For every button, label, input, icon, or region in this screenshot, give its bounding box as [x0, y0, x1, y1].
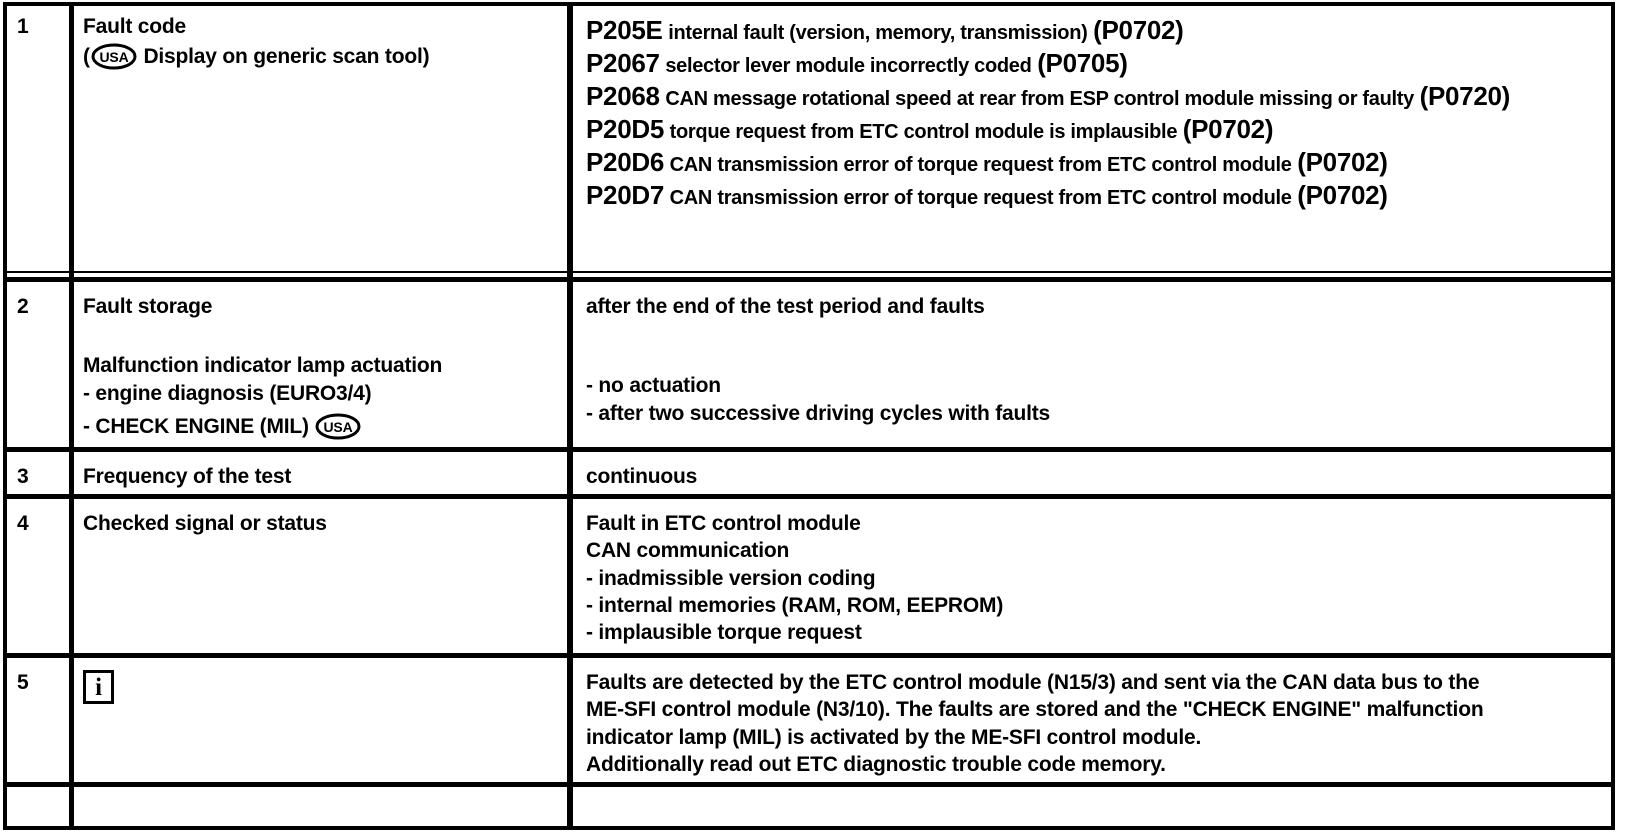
row-rule-3 — [3, 494, 1615, 499]
fault-code: P20D7 — [586, 180, 664, 211]
row-value-2-line: - no actuation — [586, 374, 721, 398]
spacer — [83, 320, 556, 342]
fault-code-row: P205E internal fault (version, memory, t… — [586, 14, 1600, 47]
fault-code: P205E — [586, 15, 663, 45]
fault-description: torque request from ETC control module i… — [669, 121, 1178, 144]
paren-open: ( — [83, 45, 90, 69]
row-number-1: 1 — [17, 15, 29, 38]
row-label-2-line: - engine diagnosis (EURO3/4) — [83, 381, 372, 405]
row-label-2-line: Fault storage — [83, 295, 213, 318]
spacer — [83, 342, 556, 352]
row-value-5-line: Additionally read out ETC diagnostic tro… — [586, 752, 1166, 776]
row-rule-4 — [3, 653, 1615, 658]
row-value-4-line: - implausible torque request — [586, 621, 862, 645]
row-label-3: Frequency of the test — [83, 465, 292, 488]
fault-oem-code: (P0702) — [1182, 114, 1274, 145]
row-label-2-line: Malfunction indicator lamp actuation — [83, 354, 443, 378]
spacer — [586, 342, 1600, 372]
row-label-1-title: Fault code — [83, 15, 187, 38]
fault-description: CAN transmission error of torque request… — [669, 187, 1292, 210]
table-border-top — [3, 2, 1615, 6]
fault-description: CAN message rotational speed at rear fro… — [665, 88, 1414, 111]
row-number-2: 2 — [17, 295, 29, 318]
row-rule-2 — [3, 447, 1615, 452]
row-number-4: 4 — [17, 512, 29, 535]
info-icon: i — [83, 670, 114, 704]
usa-oval-badge-icon: USA — [91, 43, 137, 70]
row-value-2-line: after the end of the test period and fau… — [586, 295, 985, 318]
row-label-2-mil-text: - CHECK ENGINE (MIL) — [83, 414, 309, 438]
row-label-2: Fault storage Malfunction indicator lamp… — [74, 286, 564, 448]
fault-code-row: P2068 CAN message rotational speed at re… — [586, 80, 1600, 113]
fault-code-row: P20D6 CAN transmission error of torque r… — [586, 146, 1600, 179]
row-value-3-line: continuous — [586, 465, 698, 488]
column-divider-2 — [567, 2, 573, 830]
fault-code-row: P2067 selector lever module incorrectly … — [586, 47, 1600, 80]
fault-code: P2067 — [586, 48, 660, 79]
row-label-1-subtitle-text: Display on generic scan tool) — [143, 45, 430, 69]
row-value-3: continuous — [573, 456, 1608, 498]
fault-code: P2068 — [586, 81, 660, 112]
fault-code: P20D6 — [586, 147, 664, 178]
row-rule-1-thick — [3, 277, 1615, 282]
row-label-4: Checked signal or status — [83, 512, 327, 535]
row-value-5-line: Faults are detected by the ETC control m… — [586, 671, 1480, 694]
row-value-4: Fault in ETC control module CAN communic… — [573, 503, 1608, 654]
fault-code-row: P20D5 torque request from ETC control mo… — [586, 113, 1600, 146]
fault-oem-code: (P0720) — [1419, 81, 1511, 112]
fault-description: CAN transmission error of torque request… — [669, 154, 1292, 177]
fault-description: selector lever module incorrectly coded — [665, 55, 1032, 78]
fault-oem-code: (P0702) — [1297, 180, 1388, 211]
row-value-2: after the end of the test period and fau… — [573, 286, 1608, 435]
fault-oem-code: (P0702) — [1093, 15, 1184, 45]
row-value-4-line: CAN communication — [586, 539, 790, 563]
fault-code: P20D5 — [586, 114, 664, 145]
svg-text:USA: USA — [99, 49, 128, 65]
row-label-2-mil-line: - CHECK ENGINE (MIL) USA — [83, 413, 556, 440]
fault-oem-code: (P0705) — [1037, 48, 1128, 79]
row-value-2-line: - after two successive driving cycles wi… — [586, 401, 1051, 425]
fault-oem-code: (P0702) — [1297, 147, 1388, 178]
table-border-left — [3, 2, 7, 830]
table-border-bottom — [3, 826, 1615, 830]
row-value-5-line: indicator lamp (MIL) is activated by the… — [586, 725, 1202, 749]
row-value-5-line: ME-SFI control module (N3/10). The fault… — [586, 698, 1484, 722]
spacer — [586, 320, 1600, 342]
row-number-3: 3 — [17, 465, 29, 488]
row-value-1: P205E internal fault (version, memory, t… — [573, 7, 1608, 220]
row-rule-5 — [3, 782, 1615, 787]
row-rule-1-thin — [3, 271, 1615, 273]
row-value-4-line: Fault in ETC control module — [586, 512, 861, 535]
row-number-5: 5 — [17, 671, 29, 694]
svg-text:USA: USA — [324, 419, 353, 435]
fault-description: internal fault (version, memory, transmi… — [668, 22, 1088, 44]
row-label-1: Fault code ( USA Display on generic scan… — [74, 6, 564, 79]
row-value-4-line: - inadmissible version coding — [586, 566, 876, 590]
table-border-right — [1611, 2, 1615, 830]
fault-code-row: P20D7 CAN transmission error of torque r… — [586, 179, 1600, 212]
row-value-5: Faults are detected by the ETC control m… — [573, 662, 1608, 786]
row-label-1-subtitle: ( USA Display on generic scan tool) — [83, 43, 556, 70]
usa-oval-badge-icon: USA — [315, 413, 361, 440]
column-divider-1 — [69, 2, 74, 830]
row-value-4-line: - internal memories (RAM, ROM, EEPROM) — [586, 593, 1004, 617]
row-label-5: i — [74, 660, 564, 712]
